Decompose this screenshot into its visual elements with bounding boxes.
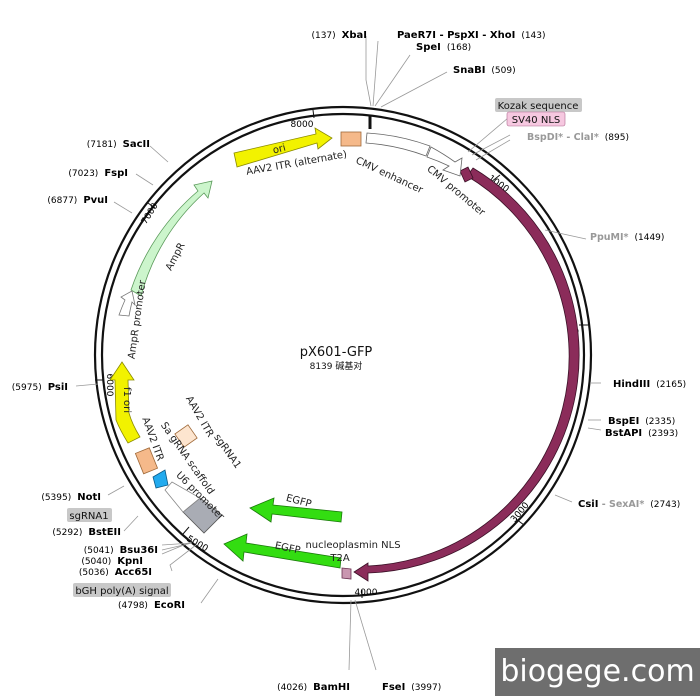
site-xbai: (137)XbaI — [311, 30, 367, 41]
kozak-box — [495, 98, 582, 112]
sacas9-arrow — [353, 167, 580, 582]
sv40-box — [506, 111, 566, 127]
egfp-outer-arrow — [223, 533, 342, 569]
site-spei: SpeI(168) — [416, 42, 471, 53]
site-paer7i: PaeR7I - PspXI - XhoI(143) — [397, 30, 546, 41]
site-noti: (5395)NotI — [41, 492, 101, 503]
tick-label-7000: 7000 — [140, 201, 161, 226]
bgh-box — [73, 583, 171, 597]
t2a-feature — [341, 567, 352, 580]
ampr-promoter-label: AmpR promoter — [127, 279, 149, 360]
site-bstapi: BstAPI(2393) — [605, 428, 678, 439]
f1-ori-label: f1 ori — [121, 387, 132, 413]
scale-ticks — [95, 109, 588, 598]
site-csii: CsiI - SexAI*(2743) — [578, 499, 680, 510]
site-ecori: (4798)EcoRI — [118, 600, 185, 611]
ori-arrow — [233, 127, 333, 168]
f1-ori-arrow — [109, 361, 141, 444]
plasmid-name: pX601-GFP — [300, 345, 373, 360]
t2a-label: T2A — [329, 553, 349, 564]
cmv-enhancer-arrow — [365, 132, 431, 157]
watermark: biogege.com — [495, 648, 700, 696]
site-kpni: (5040)KpnI — [81, 556, 143, 567]
tick-label-8000: 8000 — [291, 120, 314, 130]
sgrna1-box — [67, 508, 112, 522]
aav2-itr-inner — [174, 424, 198, 448]
site-fspi: (7023)FspI — [68, 168, 128, 179]
sv40-nls-feature — [459, 166, 474, 183]
site-bamhi: (4026)BamHI — [277, 682, 350, 693]
bgh-label: bGH poly(A) signal — [75, 586, 168, 597]
site-pvui: (6877)PvuI — [47, 195, 108, 206]
sacas9-label: SaCas9 — [536, 379, 561, 420]
ampr-arrow — [130, 180, 213, 297]
ampr-label: AmpR — [164, 241, 188, 273]
sgrna1-box-label: sgRNA1 — [69, 511, 108, 522]
egfp-outer-label: EGFP — [274, 540, 302, 556]
kozak-label: Kozak sequence — [498, 101, 579, 112]
tick-label-5000: 5000 — [185, 534, 210, 554]
aav2-itr-outer — [134, 447, 159, 475]
site-bspei: BspEI(2335) — [608, 416, 675, 427]
cmv-promoter-arrow — [426, 146, 463, 177]
site-sacii: (7181)SacII — [87, 139, 150, 150]
site-bsu36i: (5041)Bsu36I — [84, 545, 158, 556]
site-bspdi: BspDI* - ClaI*(895) — [527, 132, 629, 143]
site-snabi: SnaBI(509) — [453, 65, 516, 76]
backbone-inner — [100, 112, 586, 598]
tick-label-4000: 4000 — [355, 588, 378, 598]
site-bsteii: (5292)BstEII — [52, 527, 121, 538]
backbone-outer — [93, 105, 593, 605]
site-psii: (5975)PsiI — [12, 382, 68, 393]
ampr-promoter-arrow — [118, 290, 136, 317]
site-acc65i: (5036)Acc65I — [79, 567, 152, 578]
site-leaders — [75, 36, 602, 671]
u6-promoter-tail — [164, 481, 201, 513]
sv40-label: SV40 NLS — [512, 115, 561, 126]
site-hindiii: HindIII(2165) — [613, 379, 686, 390]
egfp-inner-arrow — [249, 497, 343, 523]
aav2-itr-alternate — [340, 131, 362, 147]
tick-label-6000: 6000 — [104, 374, 114, 397]
ori-label: ori — [272, 143, 287, 157]
site-fsei: FseI(3997) — [382, 682, 441, 693]
sa-grna-scaffold-arrow — [152, 469, 169, 489]
cmv-enhancer-label: CMV enhancer — [354, 155, 425, 196]
plasmid-size: 8139 碱基对 — [310, 360, 363, 372]
site-ppumi: PpuMI*(1449) — [590, 232, 664, 243]
sgrna1-feature-label: sgRNA1 — [211, 432, 242, 470]
nucleoplasmin-nls-label: nucleoplasmin NLS — [305, 540, 400, 551]
